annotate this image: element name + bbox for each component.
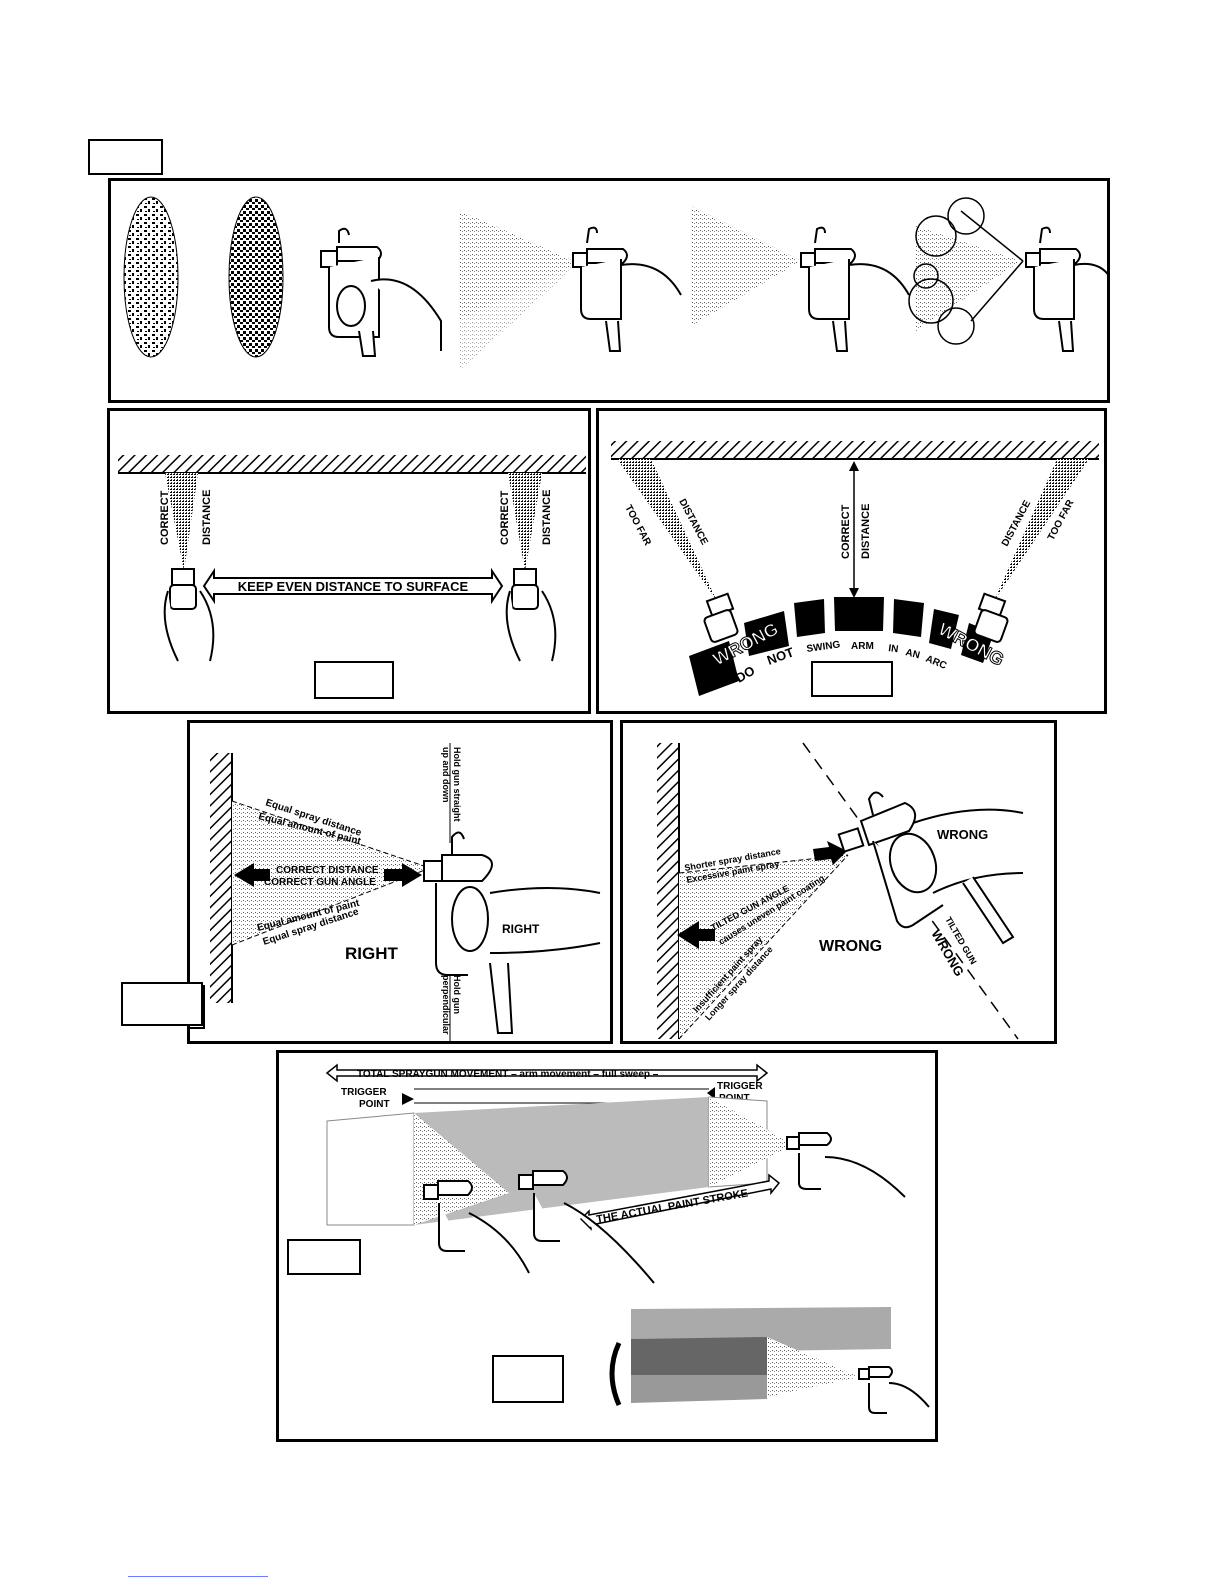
arc-swing-panel: TOO FAR DISTANCE DISTANCE TOO FAR CORREC…	[596, 408, 1107, 714]
arc-word-do: DO	[733, 663, 757, 686]
perpendicular: perpendicular	[441, 975, 451, 1035]
figure-label-box-overlay	[121, 982, 203, 1026]
right-angle-panel: Equal spray distance Equal amount of pai…	[187, 720, 613, 1044]
wrong-angle-panel: Shorter spray distance Excessive paint s…	[620, 720, 1057, 1044]
arc-word-in: IN	[888, 643, 899, 655]
correct-gun-angle-label: CORRECT GUN ANGLE	[264, 877, 376, 888]
paint-stroke-illustration: TOTAL SPRAYGUN MOVEMENT – arm movement –…	[325, 1063, 930, 1414]
wrong-angle-illustration: Shorter spray distance Excessive paint s…	[657, 742, 1024, 1040]
figure-label-box	[811, 661, 893, 697]
distance-label: DISTANCE	[860, 504, 872, 559]
correct-label-left: CORRECT	[159, 490, 171, 545]
correct-label: CORRECT	[840, 504, 852, 559]
arc-word-an: AN	[904, 647, 921, 661]
correct-distance-label: CORRECT DISTANCE	[276, 865, 379, 876]
right-label-small: RIGHT	[502, 922, 540, 936]
trigger-right: TRIGGER	[717, 1081, 763, 1092]
spray-pattern-panel	[108, 178, 1110, 403]
spray-pattern-illustration	[123, 196, 1107, 371]
total-movement-label: TOTAL SPRAYGUN MOVEMENT – arm movement –…	[357, 1069, 659, 1080]
trigger-left: TRIGGER	[341, 1087, 387, 1098]
hold-gun: Hold gun	[452, 975, 462, 1014]
figure-label-box	[287, 1239, 361, 1275]
keep-even-distance-label: KEEP EVEN DISTANCE TO SURFACE	[238, 579, 469, 594]
figure-label-box	[492, 1355, 564, 1403]
paint-stroke-panel: TOTAL SPRAYGUN MOVEMENT – arm movement –…	[276, 1050, 938, 1442]
arc-word-arc: ARC	[924, 654, 948, 672]
arc-word-swing: SWING	[806, 639, 841, 655]
even-distance-illustration: CORRECT DISTANCE CORRECT DISTANCE KEEP E…	[118, 455, 586, 662]
wrong-label-small: WRONG	[937, 827, 988, 842]
too-far-left: TOO FAR	[622, 503, 653, 548]
even-distance-panel: CORRECT DISTANCE CORRECT DISTANCE KEEP E…	[107, 408, 591, 714]
figure-label-box	[88, 139, 163, 175]
point-left: POINT	[359, 1099, 390, 1110]
distance-label-right: DISTANCE	[541, 490, 553, 545]
correct-label-right: CORRECT	[499, 490, 511, 545]
up-and-down: up and down	[441, 747, 451, 803]
footer-link-underline[interactable]	[128, 1576, 268, 1577]
figure-label-box	[314, 661, 394, 699]
arc-word-arm: ARM	[851, 641, 874, 652]
distance-label-left: DISTANCE	[201, 490, 213, 545]
arc-swing-illustration: TOO FAR DISTANCE DISTANCE TOO FAR CORREC…	[611, 441, 1099, 696]
right-angle-illustration: Equal spray distance Equal amount of pai…	[210, 743, 601, 1041]
hold-gun-straight: Hold gun straight	[452, 747, 462, 822]
wrong-label-large: WRONG	[819, 938, 882, 955]
right-label-large: RIGHT	[345, 944, 399, 963]
